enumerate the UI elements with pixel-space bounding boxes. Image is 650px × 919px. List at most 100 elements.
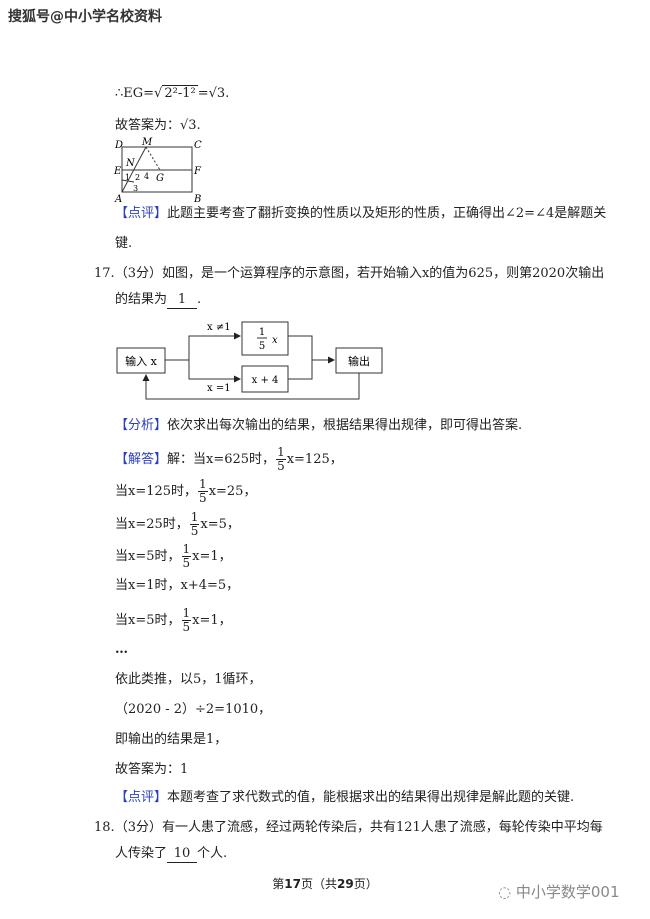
analysis: 【分析】依次求出每次输出的结果，根据结果得出规律，即可得出答案. <box>115 418 522 434</box>
box-top-var: x <box>272 335 278 346</box>
wechat-icon: ◌ <box>498 883 512 901</box>
footer-text: 页） <box>353 877 378 891</box>
wechat-logo: ◌ 中小学数学001 <box>498 881 620 902</box>
sol-text: x=1， <box>192 549 232 564</box>
logo-text: 中小学数学001 <box>515 883 620 901</box>
comment-16: 【点评】此题主要考查了翻折变换的性质以及矩形的性质，正确得出∠2=∠4是解题关 <box>115 206 606 222</box>
total-pages: 29 <box>337 877 354 891</box>
label-e: E <box>113 166 122 177</box>
q17-answer: 1 <box>167 292 198 309</box>
page-footer: 第17页（共29页） <box>0 875 650 892</box>
comment-text: 本题考查了求代数式的值，能根据求出的结果得出规律是解此题的关键. <box>167 790 575 805</box>
box-top-den: 5 <box>259 341 265 352</box>
question-18: 18.（3分）有一人患了流感，经过两轮传染后，共有121人患了流感，每轮传染中平… <box>94 820 603 836</box>
calc-text: （2020 - 2）÷2=1010， <box>115 702 272 717</box>
analysis-text: 依次求出每次输出的结果，根据结果得出规律，即可得出答案. <box>167 418 523 433</box>
comment-text: 此题主要考查了翻折变换的性质以及矩形的性质，正确得出∠2=∠4是解题关 <box>167 206 607 221</box>
flow-output-box: 输出 <box>348 354 370 368</box>
q-score: （3分） <box>114 266 162 281</box>
frac-den: 5 <box>199 491 207 505</box>
frac-num: 1 <box>181 542 192 557</box>
frac-den: 5 <box>277 459 285 473</box>
q-text: 个人. <box>197 846 228 861</box>
frac-num: 1 <box>189 510 200 525</box>
label-a: A <box>114 194 122 205</box>
label-f: F <box>193 166 202 177</box>
frac-den: 5 <box>182 556 191 570</box>
label-m: M <box>141 137 153 148</box>
footer-text: 第 <box>272 877 285 891</box>
label-n: N <box>125 158 136 169</box>
solution-line: 当x=1时，x+4=5， <box>115 578 240 593</box>
angle-4: 4 <box>144 172 149 181</box>
q-number: 17. <box>94 266 115 281</box>
label-g: G <box>156 173 164 184</box>
sol-text: x=25， <box>208 484 257 499</box>
comment-tag: 【点评】 <box>115 790 168 805</box>
footer-text: 页（共 <box>300 877 337 891</box>
watermark: 搜狐号@中小学名校资料 <box>8 9 162 25</box>
solution-tag: 【解答】 <box>115 452 168 467</box>
result-text: 即输出的结果是1， <box>115 732 228 747</box>
angle-2: 2 <box>135 173 140 182</box>
q-text: 如图，是一个运算程序的示意图，若开始输入x的值为625，则第2020次输出 <box>161 266 605 281</box>
sol-text: x=5， <box>200 517 240 532</box>
eg-prefix: ∴EG= <box>115 86 155 101</box>
q-score: （3分） <box>114 820 162 835</box>
angle-1: 1 <box>125 173 130 182</box>
q-text: 有一人患了流感，经过两轮传染后，共有121人患了流感，每轮传染中平均每 <box>161 820 603 835</box>
comment-16-cont: 键. <box>115 236 133 251</box>
sol-text: 当x=5时， <box>115 613 181 628</box>
eg-equation: ∴EG=√2²-1²=√3. <box>115 85 230 101</box>
q-text: 人传染了 <box>115 846 168 861</box>
question-17: 17.（3分）如图，是一个运算程序的示意图，若开始输入x的值为625，则第202… <box>94 266 604 282</box>
flow-input-box: 输入 x <box>125 354 157 368</box>
q-text: . <box>197 292 202 307</box>
eg-result: =√3. <box>197 86 230 101</box>
frac-num: 1 <box>198 477 208 492</box>
cycle-text: 依此类推，以5，1循环， <box>115 672 262 687</box>
analysis-tag: 【分析】 <box>115 418 168 433</box>
geometry-figure: D M C N E F G A B 1 2 4 3 <box>113 137 202 205</box>
ellipsis: … <box>115 642 128 657</box>
sol-text: 当x=25时， <box>115 517 189 532</box>
comment-tag: 【点评】 <box>115 206 168 221</box>
cond-not-one: x ≠1 <box>207 322 231 333</box>
angle-3: 3 <box>133 184 138 193</box>
frac-num: 1 <box>276 445 286 460</box>
box-top-num: 1 <box>259 327 265 338</box>
sol-text: 当x=125时， <box>115 484 198 499</box>
comment-17: 【点评】本题考查了求代数式的值，能根据求出的结果得出规律是解此题的关键. <box>115 790 574 806</box>
box-add-four: x + 4 <box>252 375 279 386</box>
q-number: 18. <box>94 820 115 835</box>
previous-answer: 故答案为：√3. <box>115 118 201 133</box>
q18-answer: 10 <box>167 846 198 863</box>
page-number: 17 <box>284 877 301 891</box>
label-d: D <box>114 140 123 151</box>
cond-equals-one: x =1 <box>207 383 231 394</box>
label-b: B <box>193 194 201 205</box>
eg-radicand: 2²-1² <box>162 85 198 101</box>
sol-text: x=125， <box>286 452 343 467</box>
sol-text: 当x=5时， <box>115 549 181 564</box>
q-text: 的结果为 <box>115 292 168 307</box>
sol-text: 解：当x=625时， <box>167 452 276 467</box>
frac-num: 1 <box>181 606 192 621</box>
final-answer: 故答案为：1 <box>115 762 189 777</box>
frac-den: 5 <box>182 620 191 634</box>
flowchart: 输入 x x ≠1 x =1 1 5 x x + 4 输出 <box>116 321 383 400</box>
label-c: C <box>194 140 202 151</box>
